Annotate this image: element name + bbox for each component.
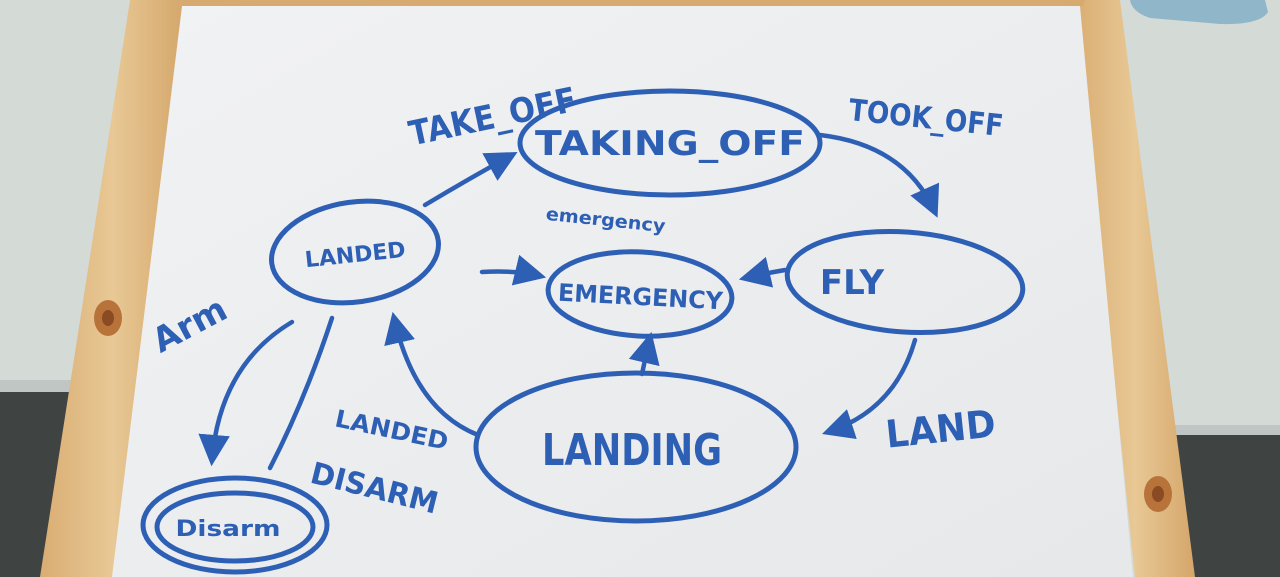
state-taking-off-ellipse — [517, 88, 823, 198]
arrow-landed-to-emergency — [479, 254, 547, 286]
arrow-landing-to-landed — [384, 311, 481, 438]
arrow-disarm-to-landed — [267, 315, 335, 471]
arrow-fly-to-landing — [822, 337, 918, 440]
arrow-taking-off-to-fly — [817, 132, 940, 218]
state-taking-off-label: TAKING_OFF — [535, 124, 805, 164]
whiteboard-surface — [112, 6, 1133, 577]
arrow-landed-to-taking-off — [422, 151, 518, 208]
state-fly-label: FLY — [820, 263, 885, 303]
state-landing-label: LANDING — [542, 425, 722, 476]
arrow-landed-to-disarm — [198, 319, 295, 467]
state-landing-ellipse — [473, 370, 799, 524]
arrow-fly-to-emergency — [738, 256, 788, 288]
state-landed-ellipse — [269, 198, 441, 306]
arrow-landing-to-emergency — [628, 331, 660, 377]
state-disarm-inner-ellipse — [154, 490, 316, 564]
state-disarm-ellipse — [140, 475, 330, 575]
state-disarm-label: Disarm — [176, 517, 281, 542]
state-fly-ellipse — [784, 228, 1026, 336]
